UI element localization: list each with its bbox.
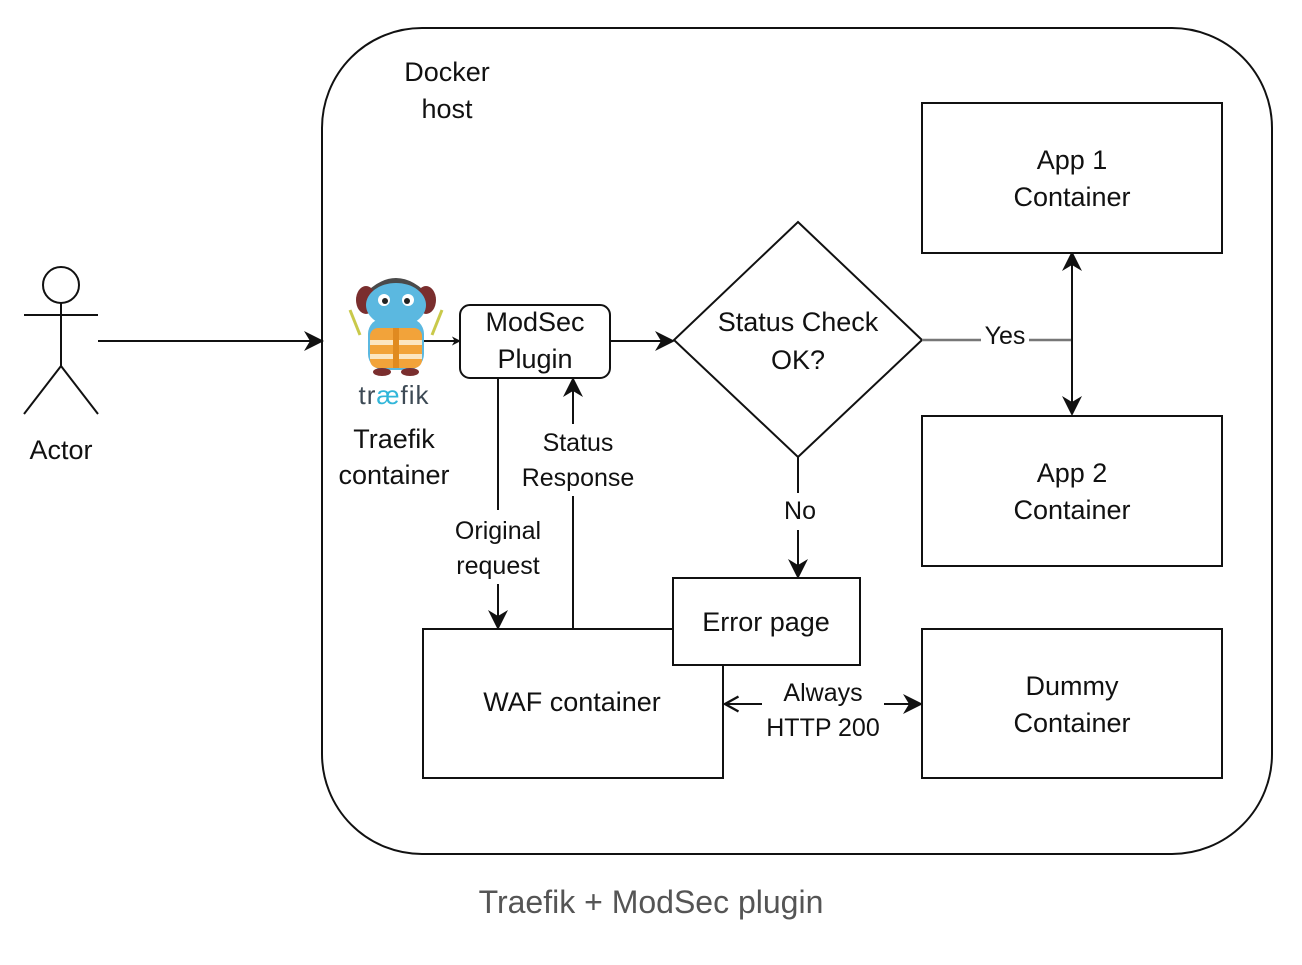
modsec-plugin-label-line1: ModSec [485, 307, 584, 337]
app2-container-box [921, 415, 1223, 567]
edge-always-label-line2: HTTP 200 [766, 714, 879, 742]
edge-original-request-label-line2: request [456, 552, 539, 580]
status-check-label-line1: Status Check [718, 307, 879, 337]
dummy-container-box [921, 628, 1223, 779]
traefik-logo-text-ae: æ [376, 380, 400, 410]
edge-no-label: No [784, 497, 816, 525]
status-check-decision [672, 220, 924, 459]
traefik-logo-text-2: fik [401, 380, 430, 410]
status-check-label-line2: OK? [771, 345, 825, 375]
docker-host-label-line1: Docker [404, 57, 490, 87]
traefik-logo-wordmark: træfik [358, 380, 429, 410]
waf-container-label: WAF container [483, 687, 661, 717]
docker-host-boundary [321, 27, 1273, 855]
edge-original-request-label-line1: Original [455, 517, 541, 545]
app1-container-box [921, 102, 1223, 254]
error-page-box [672, 577, 861, 666]
edge-yes-label: Yes [985, 322, 1026, 350]
traefik-logo-text-1: tr [358, 380, 376, 410]
app1-label-line1: App 1 [1037, 145, 1108, 175]
edge-status-response-label-line2: Response [522, 464, 635, 492]
modsec-plugin-label-line2: Plugin [497, 344, 572, 374]
docker-host-label-line2: host [421, 94, 473, 124]
app2-label-line1: App 2 [1037, 458, 1108, 488]
app1-label-line2: Container [1013, 182, 1130, 212]
traefik-gopher-logo-icon [348, 278, 444, 376]
figure-caption: Traefik + ModSec plugin [478, 884, 824, 920]
error-page-label: Error page [702, 607, 830, 637]
edge-always-label-line1: Always [783, 679, 862, 707]
actor-icon [23, 266, 99, 415]
app2-label-line2: Container [1013, 495, 1130, 525]
traefik-label-line2: container [338, 460, 449, 490]
actor-label: Actor [29, 435, 92, 465]
traefik-label-line1: Traefik [353, 424, 435, 454]
dummy-label-line2: Container [1013, 708, 1130, 738]
edge-yes-label-bg [981, 322, 1029, 350]
edge-status-response-label-line1: Status [543, 429, 614, 457]
dummy-label-line1: Dummy [1026, 671, 1119, 701]
